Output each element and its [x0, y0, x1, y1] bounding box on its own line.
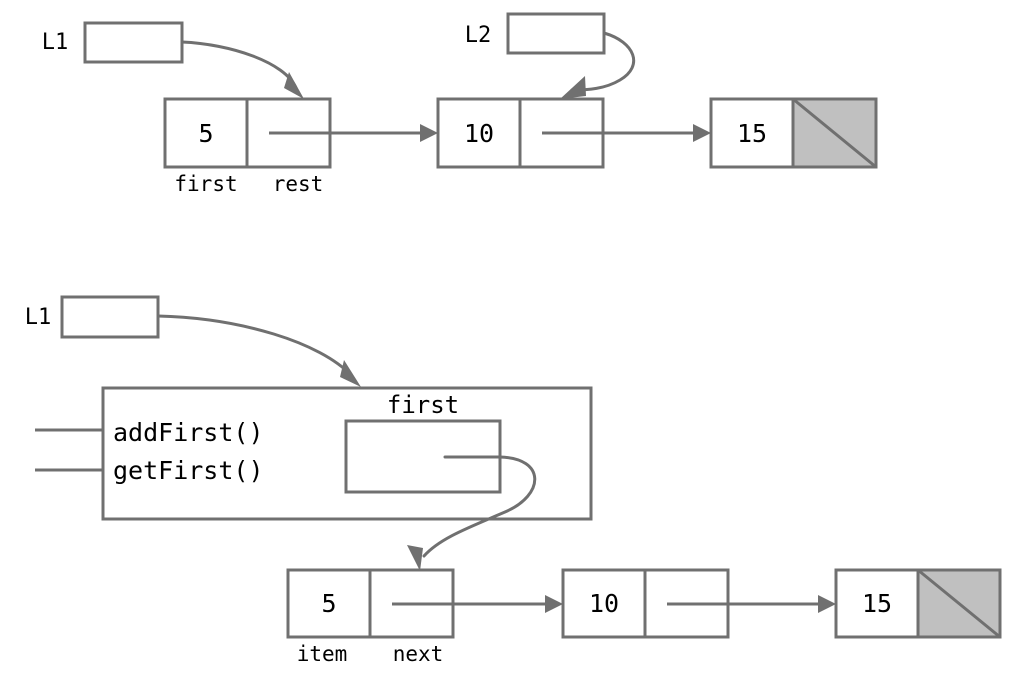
top-node-15-value: 15 [737, 119, 767, 148]
top-arrowhead-l2 [560, 76, 586, 99]
top-arrow-l2-to-node10 [570, 31, 636, 92]
top-node-10-value: 10 [464, 119, 494, 148]
top-node-5-label-first: first [174, 172, 237, 196]
top-node-15-null-slash-icon [792, 97, 877, 169]
top-arrowhead-node10 [693, 124, 711, 142]
bottom-node-15-null-slash-icon [917, 568, 1001, 639]
top-node-5-value: 5 [198, 119, 213, 148]
bottom-adt-method-addfirst: addFirst() [113, 418, 264, 447]
top-diagram: L1 L2 5 first rest 10 [42, 12, 878, 196]
top-pointer-label-l2: L2 [465, 23, 492, 48]
bottom-adt-field-label-first: first [387, 391, 459, 419]
bottom-pointer-box-l1 [60, 295, 160, 339]
bottom-diagram: L1 addFirst() getFirst() first 5 item ne… [25, 295, 1002, 666]
bottom-arrow-l1-to-adt [156, 314, 354, 378]
top-arrowhead-l1 [284, 72, 304, 99]
bottom-arrowhead-node10 [818, 595, 836, 613]
bottom-node-5-label-next: next [393, 642, 444, 666]
bottom-node-5: 5 item next [286, 568, 455, 666]
top-pointer-box-l1 [83, 21, 184, 64]
bottom-node-15: 15 [834, 568, 1002, 639]
bottom-pointer-label-l1: L1 [25, 305, 52, 330]
bottom-adt-method-getfirst: getFirst() [113, 456, 264, 485]
bottom-node-15-value: 15 [862, 589, 892, 618]
top-arrowhead-node5 [420, 124, 438, 142]
top-node-5: 5 first rest [163, 97, 332, 196]
bottom-node-5-label-item: item [297, 642, 348, 666]
top-pointer-label-l1: L1 [42, 30, 69, 55]
top-node-10: 10 [436, 97, 605, 169]
top-arrow-l1-to-node5 [180, 40, 298, 90]
bottom-arrowhead-node5 [545, 595, 563, 613]
bottom-arrowhead-first [407, 545, 423, 571]
top-node-5-label-rest: rest [273, 172, 324, 196]
bottom-node-5-value: 5 [321, 589, 336, 618]
bottom-arrow-first-to-node5 [422, 455, 537, 558]
top-node-15: 15 [709, 97, 878, 169]
top-pointer-box-l2 [506, 12, 606, 55]
bottom-arrowhead-l1 [340, 360, 361, 387]
bottom-node-10-value: 10 [589, 589, 619, 618]
